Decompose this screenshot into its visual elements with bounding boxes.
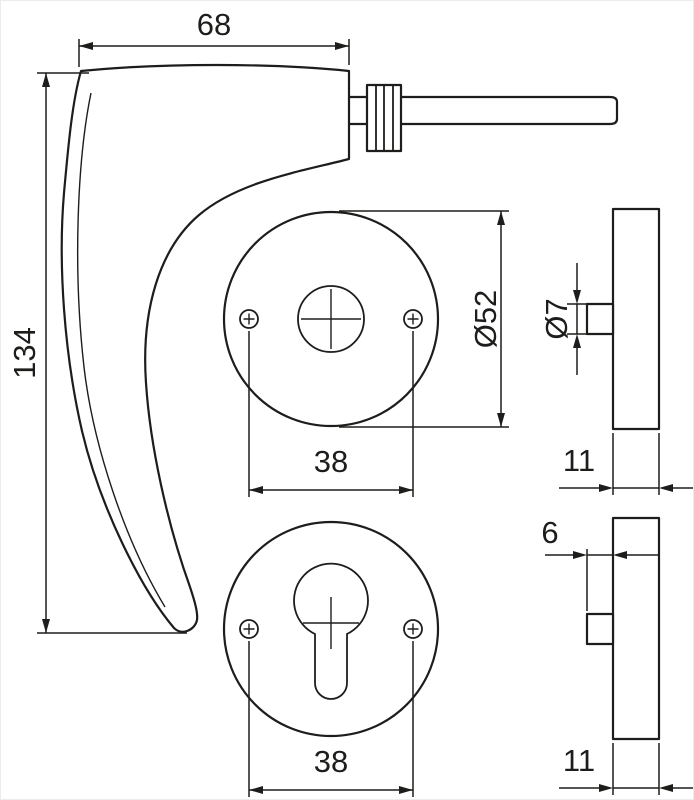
extension-line — [567, 303, 589, 335]
dimension-lever-height: 134 — [7, 72, 187, 634]
arrowhead-bottom — [42, 619, 50, 633]
extension-line — [612, 433, 660, 495]
arrowhead-top — [497, 211, 505, 225]
screw-hole-circle — [403, 309, 423, 329]
dimension-pin-diameter: Ø7 — [539, 263, 589, 375]
dim-label-screw-spacing-bottom: 38 — [314, 744, 348, 779]
rose-top-side-plate — [611, 207, 661, 431]
dim-label-lever-height: 134 — [7, 327, 42, 379]
extension-line — [586, 518, 614, 611]
arrowhead-left — [79, 42, 93, 50]
rose-bottom-side-plate — [611, 516, 661, 741]
arrowhead-left — [249, 486, 263, 494]
arrowhead-bottom — [573, 334, 581, 348]
screw-cross — [407, 623, 419, 635]
screw-hole-bottom-right — [403, 619, 423, 639]
spindle-rod — [349, 95, 619, 126]
euro-profile-keyhole — [293, 562, 369, 700]
arrowhead-right — [399, 486, 413, 494]
dimension-rose-thickness-top: 11 — [559, 433, 693, 495]
rose-bottom-center-cross — [303, 597, 359, 649]
arrowhead-right — [335, 42, 349, 50]
extension-line — [339, 210, 509, 428]
spindle-collar-ridges — [375, 85, 394, 151]
dim-label-pin-depth: 6 — [541, 515, 558, 550]
rose-bottom-front-view — [222, 520, 440, 738]
dim-label-lever-length: 68 — [197, 7, 231, 42]
screw-hole-top-right — [403, 309, 423, 329]
rose-bottom-side-view — [585, 516, 661, 741]
dimension-pin-depth: 6 — [541, 515, 659, 611]
rose-top-front-view — [222, 210, 440, 428]
arrowhead-top — [573, 290, 581, 304]
rose-bottom-side-pin — [585, 612, 615, 646]
lever-handle-contour-line — [76, 92, 166, 608]
arrowhead-right — [659, 484, 673, 492]
lever-handle-outline — [60, 63, 351, 633]
extension-line — [248, 331, 414, 497]
dim-label-rose-diameter: Ø52 — [468, 290, 503, 349]
screw-cross — [407, 313, 419, 325]
screw-cross — [243, 313, 255, 325]
dimension-rose-thickness-bottom: 11 — [559, 743, 693, 795]
arrowhead-left — [573, 551, 587, 559]
screw-hole-bottom-left — [239, 619, 259, 639]
dimension-lever-length: 68 — [78, 7, 350, 67]
dimension-screw-spacing-top: 38 — [248, 331, 414, 497]
screw-hole-circle — [403, 619, 423, 639]
spindle — [349, 83, 619, 153]
screw-hole-top-left — [239, 309, 259, 329]
arrowhead-left — [249, 786, 263, 794]
arrowhead-top — [42, 73, 50, 87]
rose-top-side-view — [585, 207, 661, 431]
dim-label-pin-diameter: Ø7 — [539, 298, 574, 339]
dim-label-screw-spacing-top: 38 — [314, 444, 348, 479]
extension-line — [78, 39, 350, 67]
screw-hole-circle — [239, 309, 259, 329]
rose-top-center-cross — [301, 289, 361, 349]
rose-top-hub-hole — [297, 285, 365, 353]
screw-hole-circle — [239, 619, 259, 639]
rose-top-side-pin — [585, 302, 615, 336]
extension-line — [612, 743, 660, 795]
arrowhead-right — [613, 551, 627, 559]
arrowhead-left — [599, 484, 613, 492]
arrowhead-left — [599, 784, 613, 792]
arrowhead-right — [659, 784, 673, 792]
dim-label-rose-thickness-bottom: 11 — [563, 743, 595, 778]
lever-handle — [60, 63, 351, 633]
dimension-screw-spacing-bottom: 38 — [248, 641, 414, 797]
dimension-rose-diameter: Ø52 — [339, 210, 509, 428]
arrowhead-bottom — [497, 413, 505, 427]
dim-label-rose-thickness-top: 11 — [563, 443, 595, 478]
arrowhead-right — [399, 786, 413, 794]
extension-line — [248, 641, 414, 797]
screw-cross — [243, 623, 255, 635]
